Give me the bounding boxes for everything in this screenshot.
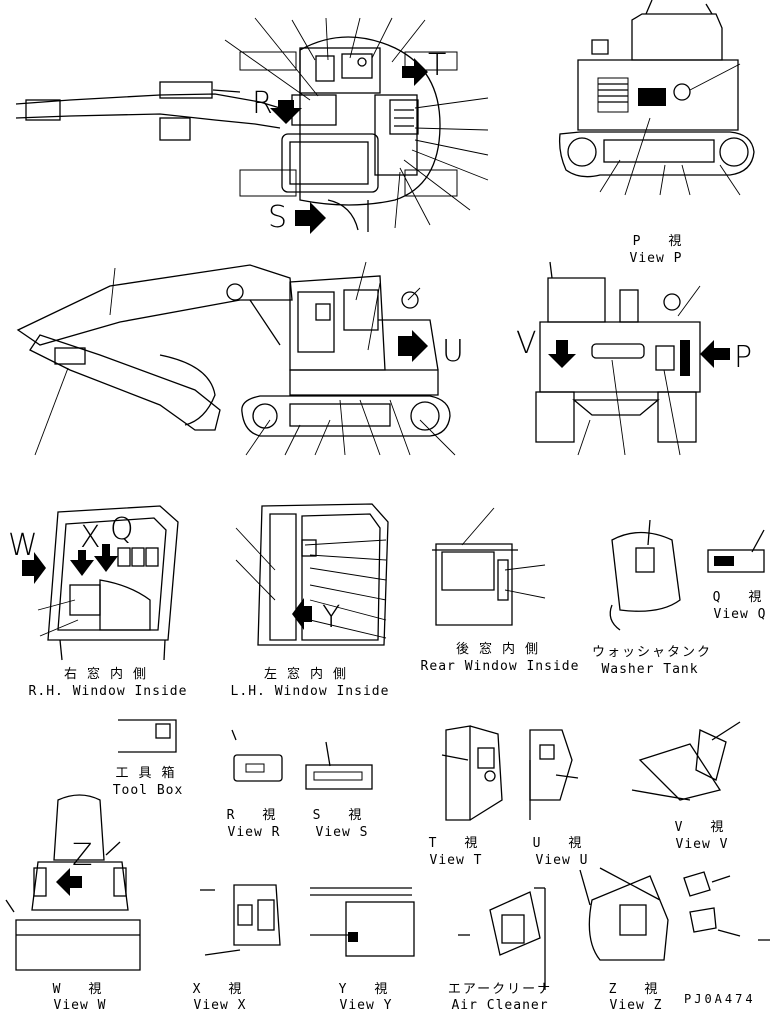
caption-washer-tank-en: Washer Tank [601, 662, 699, 677]
caption-rear-window-en: Rear Window Inside [420, 659, 580, 674]
caption-view-y-en: View Y [339, 998, 393, 1013]
caption-toolbox-jp: 工具箱 [115, 766, 185, 781]
caption-view-x-en: View X [193, 998, 247, 1013]
caption-lh-window-en: L.H. Window Inside [230, 684, 390, 699]
arrow-letter-t: T [428, 48, 447, 83]
caption-toolbox-en: Tool Box [112, 783, 184, 798]
view-p-machine [558, 0, 755, 196]
caption-rh-window-jp: 右窓内側 [63, 667, 157, 682]
view-t-machine [441, 725, 503, 821]
caption-view-z-jp: Z 視 [608, 982, 668, 997]
caption-view-p-jp: P 視 [632, 234, 692, 249]
caption-view-s-jp: S 視 [312, 808, 372, 823]
caption-view-w-en: View W [53, 998, 107, 1013]
arrow-letter-s: S [268, 200, 288, 235]
caption-view-v-jp: V 視 [674, 820, 734, 835]
arrow-letter-u: U [442, 334, 464, 369]
caption-view-y-jp: Y 視 [338, 982, 398, 997]
rear-view-machine [535, 261, 730, 456]
view-r-machine [231, 729, 283, 782]
view-y-machine [310, 887, 415, 957]
caption-lh-window-jp: 左窓内側 [263, 667, 357, 682]
caption-rh-window-en: R.H. Window Inside [28, 684, 188, 699]
arrow-letter-p: P [734, 340, 753, 375]
rear-window-machine [432, 507, 546, 626]
caption-view-q-jp: Q 視 [712, 590, 772, 605]
view-s-machine [305, 741, 373, 790]
lh-window-machine [235, 503, 389, 646]
arrow-letter-v: V [516, 326, 537, 361]
caption-rear-window-jp: 後窓内側 [455, 642, 549, 657]
arrow-letter-y: Y [322, 600, 341, 635]
caption-view-t-en: View T [429, 853, 483, 868]
rh-window-machine [22, 505, 179, 661]
caption-view-z-en: View Z [609, 998, 663, 1013]
washer-tank-machine [609, 519, 681, 631]
view-q-machine [707, 529, 765, 573]
view-x-machine [200, 884, 281, 956]
top-view-machine [15, 17, 489, 234]
view-z-machine [579, 867, 770, 961]
arrow-letter-r: R [252, 86, 273, 121]
caption-air-cleaner-en: Air Cleaner [451, 998, 549, 1013]
caption-view-r-en: View R [227, 825, 281, 840]
view-u-machine [529, 729, 579, 820]
caption-view-q-en: View Q [713, 607, 767, 622]
drawing-code: PJ0A474 [684, 992, 756, 1006]
caption-washer-tank-jp: ウォッシャタンク [591, 645, 713, 660]
caption-view-s-en: View S [315, 825, 369, 840]
caption-view-u-jp: U 視 [532, 836, 592, 851]
arrow-letter-w: W [8, 528, 38, 563]
caption-view-w-jp: W 視 [52, 982, 112, 997]
view-v-machine [631, 721, 741, 801]
caption-view-v-en: View V [675, 837, 729, 852]
caption-view-t-jp: T 視 [428, 836, 488, 851]
toolbox-machine [118, 719, 177, 753]
caption-view-r-jp: R 視 [226, 808, 286, 823]
caption-view-p-en: View P [629, 251, 683, 266]
side-view-machine [16, 261, 456, 456]
view-w-machine [5, 794, 141, 971]
air-cleaner-machine [458, 887, 546, 990]
caption-view-u-en: View U [535, 853, 589, 868]
caption-air-cleaner-jp: エアークリーナ [447, 982, 553, 997]
arrow-letter-z: Z [72, 838, 93, 873]
caption-view-x-jp: X 視 [192, 982, 252, 997]
arrow-letter-x: X [80, 520, 101, 555]
arrow-letter-q: Q [110, 512, 134, 547]
